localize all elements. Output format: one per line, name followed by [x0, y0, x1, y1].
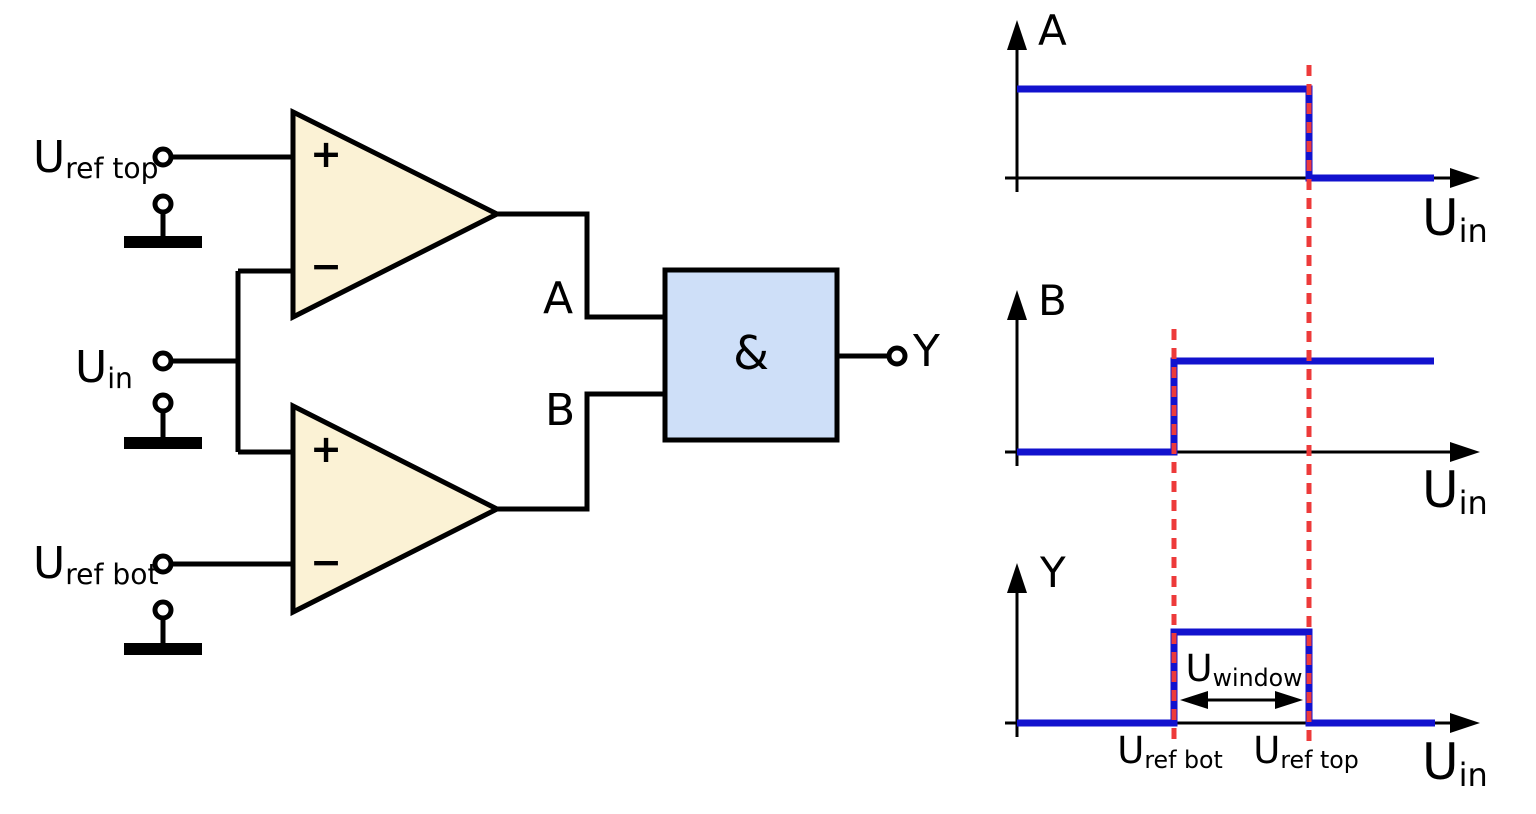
uref-top-tick-main: U	[1253, 729, 1281, 772]
transfer-plots	[1005, 20, 1480, 742]
uwindow-arrow-left-icon	[1180, 691, 1208, 709]
uref-bot-label-sub: ref bot	[65, 558, 159, 592]
uin-label-sub: in	[107, 362, 133, 396]
opamp-bottom-minus-sign: −	[310, 540, 342, 584]
uin-terminal	[152, 350, 174, 372]
plot-a-xlabel-sub: in	[1458, 212, 1488, 251]
plot-b-xlabel: Uin	[1422, 465, 1488, 519]
uref-bot-tick-sub: ref bot	[1144, 746, 1223, 775]
plot-y-xlabel-sub: in	[1458, 756, 1488, 795]
ground-symbol-bottom	[124, 599, 202, 655]
uref-bot-tick-main: U	[1117, 729, 1145, 772]
plot-y-yaxis-arrow-icon	[1007, 563, 1027, 593]
circuit-schematic	[124, 107, 908, 655]
plot-a-xlabel-main: U	[1422, 189, 1459, 247]
plot-a-axes	[1005, 20, 1480, 192]
plot-a-ylabel: A	[1038, 6, 1067, 55]
and-gate-symbol: &	[733, 326, 769, 380]
opamp-bottom-triangle	[290, 401, 503, 617]
uwindow-label-sub: window	[1212, 664, 1303, 693]
plot-b-axes	[1005, 290, 1480, 466]
plot-y-trace	[1017, 628, 1435, 727]
uwindow-label-main: U	[1185, 647, 1213, 690]
plot-b-xaxis-arrow-icon	[1450, 442, 1480, 462]
ground-symbol-middle	[124, 392, 202, 449]
plot-a-trace	[1017, 85, 1434, 182]
and-gate-box	[662, 267, 840, 443]
plot-b-ylabel: B	[1038, 276, 1067, 325]
uwindow-arrow-right-icon	[1275, 691, 1303, 709]
wire-a	[497, 211, 665, 320]
y-terminal	[886, 345, 908, 367]
wire-b	[497, 391, 665, 512]
plot-y-xlabel-main: U	[1422, 733, 1459, 791]
uref-top-terminal	[152, 146, 174, 168]
uin-label-main: U	[75, 342, 108, 393]
plot-y-xlabel: Uin	[1422, 737, 1488, 791]
uref-top-label-main: U	[33, 132, 66, 183]
opamp-top-minus-sign: −	[310, 244, 342, 288]
uin-label: Uin	[75, 346, 133, 393]
plot-y-xaxis-arrow-icon	[1450, 713, 1480, 733]
plot-b-xlabel-main: U	[1422, 461, 1459, 519]
net-y-label: Y	[913, 326, 940, 377]
plot-a-xaxis-arrow-icon	[1450, 168, 1480, 188]
opamp-top-triangle	[290, 107, 503, 322]
plot-a-yaxis-arrow-icon	[1007, 20, 1027, 50]
opamp-bottom-plus-sign: +	[310, 427, 342, 471]
ground-symbol-top	[124, 193, 202, 248]
plot-b-yaxis-arrow-icon	[1007, 290, 1027, 320]
uref-top-label: Uref top	[33, 136, 159, 183]
uref-top-tick-label: Uref top	[1253, 732, 1359, 773]
net-a-label: A	[543, 273, 574, 324]
uref-top-tick-sub: ref top	[1280, 746, 1359, 775]
plot-y-ylabel: Y	[1040, 548, 1066, 597]
uwindow-span-arrow	[1180, 691, 1303, 709]
uref-bot-label-main: U	[33, 538, 66, 589]
plot-b-xlabel-sub: in	[1458, 484, 1488, 523]
plot-a-xlabel: Uin	[1422, 193, 1488, 247]
net-b-label: B	[545, 385, 576, 436]
uref-top-label-sub: ref top	[65, 152, 159, 186]
opamp-top-plus-sign: +	[310, 132, 342, 176]
uref-bot-label: Uref bot	[33, 542, 159, 589]
uref-bot-terminal	[152, 553, 174, 575]
uwindow-label: Uwindow	[1186, 650, 1303, 691]
uref-bot-tick-label: Uref bot	[1117, 732, 1223, 773]
plot-b-trace	[1017, 357, 1434, 456]
